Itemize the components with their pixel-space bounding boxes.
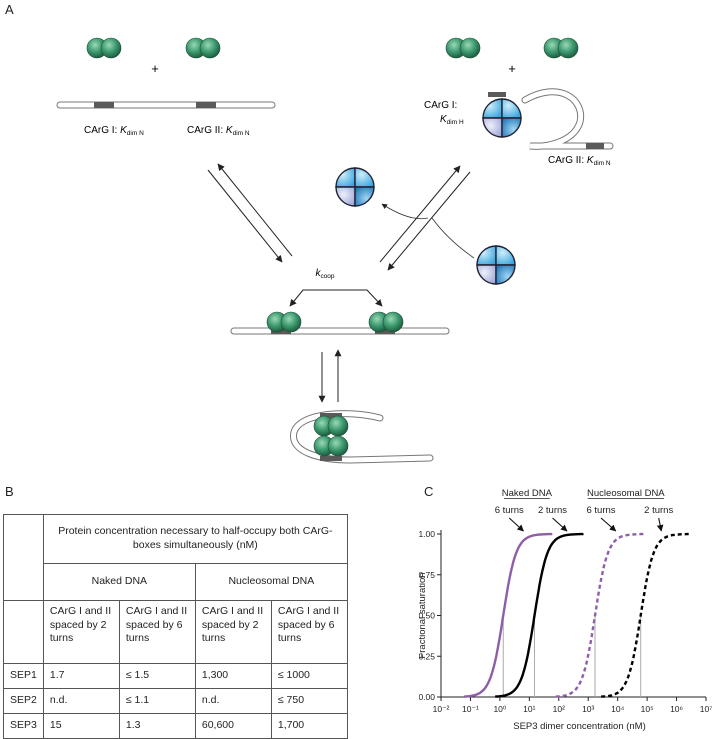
y-tick-label: 0.75 bbox=[419, 570, 435, 580]
y-tick-label: 0.00 bbox=[419, 692, 435, 702]
panel-label-c: C bbox=[424, 484, 434, 499]
group-header-nucleosomal: Nucleosomal DNA bbox=[194, 563, 348, 601]
x-tick-label: 10³ bbox=[582, 704, 594, 714]
curve-label-arrow bbox=[656, 517, 664, 532]
naked-dna-strand bbox=[56, 101, 276, 109]
x-tick-label: 10² bbox=[553, 704, 565, 714]
table-cell: 60,600 bbox=[194, 713, 272, 739]
table-cell: 1.3 bbox=[118, 713, 196, 739]
carg1-nuc-label-line1: CArG I: bbox=[424, 100, 457, 111]
plus-sign: + bbox=[151, 61, 159, 76]
curve-label: 6 turns bbox=[586, 505, 615, 516]
half-occupancy-table: Protein concentration necessary to half-… bbox=[3, 514, 348, 739]
carg-box-2 bbox=[320, 456, 342, 461]
row-label: SEP1 bbox=[3, 663, 44, 689]
carg-box-1 bbox=[94, 102, 114, 108]
kcoop-bracket bbox=[289, 289, 383, 307]
tetramer-upper-dimer-icon bbox=[313, 415, 349, 437]
series-line bbox=[463, 532, 553, 698]
y-tick-label: 1.00 bbox=[419, 529, 435, 539]
carg-box-1 bbox=[488, 92, 506, 97]
table-row: SEP1 1.7 ≤ 1.5 1,300 ≤ 1000 bbox=[3, 663, 348, 689]
group-header-naked: Naked DNA bbox=[42, 563, 196, 601]
table-row: SEP3 15 1.3 60,600 1,700 bbox=[3, 713, 348, 739]
carg-box-1 bbox=[320, 413, 342, 418]
reverse-arrow bbox=[379, 165, 461, 263]
y-tick-label: 0.25 bbox=[419, 651, 435, 661]
subheader-cell: CArG I and II spaced by 2 turns bbox=[42, 600, 120, 664]
table-cell: ≤ 1.5 bbox=[118, 663, 196, 689]
x-tick-label: 10⁷ bbox=[700, 704, 713, 714]
panel-label-b: B bbox=[5, 484, 14, 499]
table-cell: 1,300 bbox=[194, 663, 272, 689]
table-cell: 1,700 bbox=[270, 713, 348, 739]
subheader-cell: CArG I and II spaced by 2 turns bbox=[194, 600, 272, 664]
forward-arrow bbox=[387, 171, 471, 271]
subheader-cell: CArG I and II spaced by 6 turns bbox=[270, 600, 348, 664]
kcoop-label: kcoop bbox=[315, 268, 334, 280]
x-tick-label: 10⁰ bbox=[493, 704, 506, 714]
bound-dimer-icon bbox=[266, 311, 302, 333]
table-row: SEP2 n.d. ≤ 1.1 n.d. ≤ 750 bbox=[3, 688, 348, 714]
carg-box-2 bbox=[586, 143, 604, 149]
x-tick-label: 10⁵ bbox=[641, 704, 654, 714]
carg2-naked-label: CArG II: Kdim N bbox=[187, 125, 250, 137]
histone-octamer-icon bbox=[476, 245, 516, 285]
table-corner-cell bbox=[3, 514, 44, 601]
x-axis-label: SEP3 dimer concentration (nM) bbox=[513, 721, 646, 732]
x-tick-label: 10⁶ bbox=[670, 704, 683, 714]
panel-label-a: A bbox=[5, 2, 14, 17]
series-line bbox=[555, 532, 645, 698]
free-dimer-icon bbox=[86, 37, 122, 59]
free-dimer-icon bbox=[445, 37, 481, 59]
table-corner-cell bbox=[3, 600, 44, 664]
bound-dna-strand bbox=[230, 327, 450, 335]
curve-label-arrow bbox=[508, 517, 524, 532]
series-line bbox=[495, 532, 584, 698]
table-cell: n.d. bbox=[194, 688, 272, 714]
curve-label: 6 turns bbox=[495, 505, 524, 516]
carg1-nuc-label-line2: Kdim H bbox=[440, 114, 464, 126]
carg-box-2 bbox=[196, 102, 216, 108]
subheader-cell: CArG I and II spaced by 6 turns bbox=[118, 600, 196, 664]
table-cell: ≤ 1.1 bbox=[118, 688, 196, 714]
histone-octamer-icon bbox=[335, 167, 375, 207]
table-cell: 15 bbox=[42, 713, 120, 739]
curve-label: 2 turns bbox=[644, 505, 673, 516]
group-label: Naked DNA bbox=[502, 488, 553, 499]
table-header: Protein concentration necessary to half-… bbox=[42, 514, 348, 564]
cooperative-binding-diagram: + CArG I: Kdim N CArG II: Kdim N + CArG … bbox=[56, 37, 614, 464]
curve-label: 2 turns bbox=[538, 505, 567, 516]
table-cell: n.d. bbox=[42, 688, 120, 714]
series-line bbox=[601, 532, 690, 698]
tetramer-lower-dimer-icon bbox=[313, 435, 349, 457]
carg2-nuc-label: CArG II: Kdim N bbox=[548, 155, 611, 167]
curve-label-arrow bbox=[600, 517, 617, 532]
y-axis-label: Fractional saturation bbox=[419, 572, 428, 658]
release-arrow bbox=[381, 203, 429, 220]
free-dimer-icon bbox=[185, 37, 221, 59]
plus-sign: + bbox=[508, 61, 516, 76]
row-label: SEP3 bbox=[3, 713, 44, 739]
carg-box-2 bbox=[375, 328, 395, 334]
table-cell: 1.7 bbox=[42, 663, 120, 689]
table-cell: ≤ 750 bbox=[270, 688, 348, 714]
x-tick-label: 10¹ bbox=[523, 704, 535, 714]
carg1-naked-label: CArG I: Kdim N bbox=[84, 125, 144, 137]
forward-arrow bbox=[207, 169, 283, 263]
saturation-chart: 0.00 0.25 0.50 0.75 1.00 10⁻² 10⁻¹ 10⁰ 10¹ 10² 10³… bbox=[419, 488, 713, 732]
bound-dimer-icon bbox=[368, 311, 404, 333]
x-tick-label: 10⁴ bbox=[611, 704, 624, 714]
x-tick-label: 10⁻² bbox=[433, 704, 450, 714]
association-arrow bbox=[431, 217, 475, 259]
group-label: Nucleosomal DNA bbox=[587, 488, 665, 499]
curve-label-arrow bbox=[552, 517, 568, 532]
reverse-arrow bbox=[217, 163, 293, 257]
row-label: SEP2 bbox=[3, 688, 44, 714]
x-tick-label: 10⁻¹ bbox=[462, 704, 479, 714]
nucleosome-icon bbox=[482, 98, 522, 138]
free-dimer-icon bbox=[543, 37, 579, 59]
table-cell: ≤ 1000 bbox=[270, 663, 348, 689]
y-tick-label: 0.50 bbox=[419, 611, 435, 621]
